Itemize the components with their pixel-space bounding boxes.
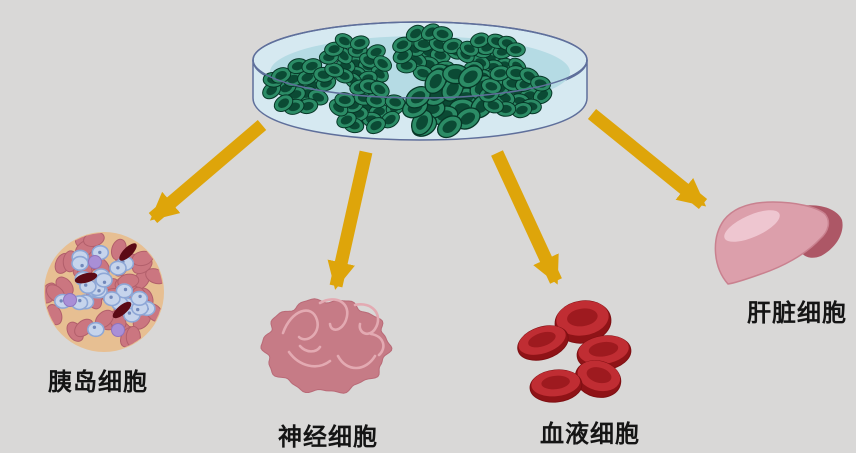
label-liver-cells: 肝脏细胞 xyxy=(747,300,847,327)
label-islet-cells: 胰岛细胞 xyxy=(48,369,148,396)
petri-dish-icon xyxy=(252,21,588,141)
arrow-to-islet-icon xyxy=(148,120,267,223)
blood-cells-icon xyxy=(517,300,632,403)
label-blood-cells: 血液细胞 xyxy=(540,421,640,448)
arrow-to-nerve-icon xyxy=(327,150,373,290)
nerve-cells-icon xyxy=(260,298,393,394)
liver-cells-icon xyxy=(714,201,843,285)
label-nerve-cells: 神经细胞 xyxy=(278,424,378,451)
islet-cells-icon xyxy=(44,232,164,352)
arrow-to-liver-icon xyxy=(587,108,708,210)
arrow-to-blood-icon xyxy=(491,150,562,285)
